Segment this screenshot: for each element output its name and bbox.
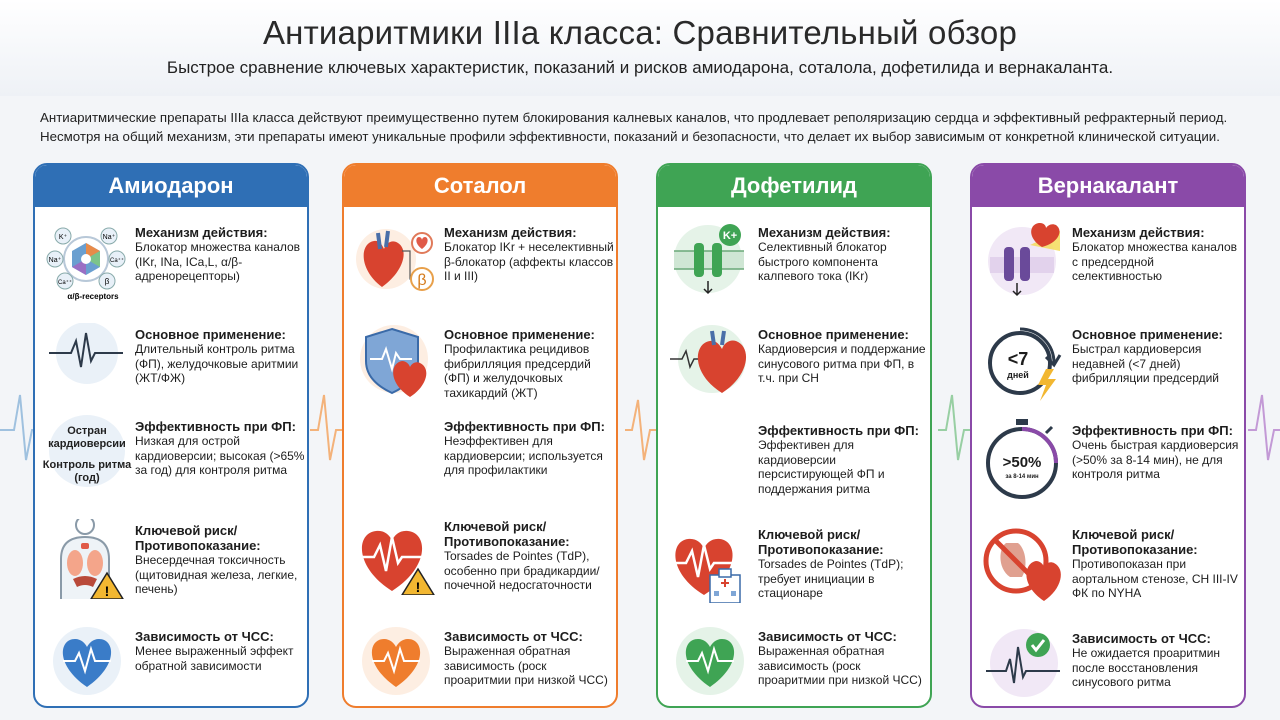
seven-days-clock-icon: <7 дней [988,327,1062,401]
heart-pulse-icon [362,627,430,695]
efficacy-label: Эффективность при ФП: [135,419,296,434]
usage-label: Основное применение: [135,327,286,342]
rate-label: Зависимость от ЧСС: [1072,631,1211,646]
days-number: <7 [1008,349,1029,369]
card-title-sotalol: Соталол [344,165,616,207]
card-dofetilide: Дофетилид K+ Механизм действия: Селектив… [656,163,932,708]
page-header: Антиаритмики IIIa класса: Сравнительный … [0,0,1280,96]
efficacy-label: Эффективность при ФП: [1072,423,1233,438]
rate-text: Не ожидается проаритмин после восстановл… [1072,646,1221,689]
intro-line-1: Антиаритмические препараты IIIa класса д… [40,110,1228,125]
intro-line-2: Несмотря на общий механизм, эти препарат… [40,129,1220,144]
k-ion-label: K⁺ [59,234,68,241]
heart-ecg-warning-icon: ! [358,530,435,595]
mechanism-text: Селективный блокатор быстрого компонента… [758,240,887,283]
page-subtitle: Быстрое сравнение ключевых характеристик… [166,58,1114,77]
mechanism-label: Механизм действия: [135,225,268,240]
usage-text: Кардиоверсия и поддержание синусового ри… [758,342,926,385]
usage-label: Основное применение: [444,327,595,342]
ca-ion-label-1: Ca⁺⁺ [110,257,124,264]
rate-label: Зависимость от ЧСС: [135,629,274,644]
prohibited-heart-icon [983,528,1061,601]
card-amiodarone: Амиодарон K⁺ Na⁺ Na⁺ Ca⁺⁺ Ca⁺⁺ β α/β-rec… [33,163,309,708]
usage-text: Профилактика рецидивов фибрилляция предс… [444,342,591,400]
efficacy-percent: >50% [1003,454,1042,471]
rate-label: Зависимость от ЧСС: [758,629,897,644]
mechanism-text: Блокатор множества каналов с предсердной… [1072,240,1238,283]
risk-text: Внесердечная токсичность (щитовидная жел… [135,553,298,596]
efficacy-bubbles-icon [49,415,125,487]
risk-label: Ключевой риск/ Противопоказание: [444,519,570,549]
efficacy-bubble-cardioversion: Остран кардиоверсии [48,425,126,450]
page-title: Антиаритмики IIIa класса: Сравнительный … [262,14,1018,51]
na-ion-label-2: Na⁺ [49,257,62,264]
stopwatch-icon: >50% за 8-14 мин [986,419,1058,499]
beta-label: β [105,277,110,286]
potassium-channel-icon: K+ [674,224,744,295]
usage-label: Основное применение: [1072,327,1223,342]
intro-paragraph: Антиаритмические препараты IIIa класса д… [40,108,1250,146]
card-title-amiodarone: Амиодарон [35,165,307,207]
efficacy-time: за 8-14 мин [1005,474,1039,480]
card-title-vernakalant: Вернакалант [972,165,1244,207]
atrial-channel-icon [988,223,1060,297]
heart-beta-icon: β [356,229,434,291]
shield-heart-icon [360,325,428,397]
usage-text: Длительный контроль ритма (ФП), желудочк… [135,342,299,385]
risk-label: Ключевой риск/ Противопоказание: [758,527,884,557]
k-ion-label: K+ [723,230,737,242]
mechanism-text: Блокатор IKr + неселективный β-блокатор … [444,240,614,283]
heart-pulse-icon [676,627,744,695]
ion-channels-icon: K⁺ Na⁺ Na⁺ Ca⁺⁺ Ca⁺⁺ β α/β-receptors [46,227,126,301]
risk-text: Torsades de Pointes (TdP), особенно при … [444,549,600,592]
card-sotalol: Соталол β Механизм действия: Блокатор IK… [342,163,618,708]
receptors-label: α/β-receptors [67,292,119,301]
mechanism-label: Механизм действия: [444,225,577,240]
body-organs-warning-icon: ! [60,519,124,599]
efficacy-bubble-rhythm: Контроль ритма (год) [42,459,132,484]
efficacy-text: Очень быстрая кардиоверсия (>50% за 8-14… [1072,438,1239,481]
na-ion-label-1: Na⁺ [103,234,116,241]
efficacy-text: Неэффективен для кардиоверсии; используе… [444,434,603,477]
risk-label: Ключевой риск/ Противопоказание: [1072,527,1198,557]
mechanism-label: Механизм действия: [758,225,891,240]
rate-text: Выраженная обратная зависимость (роск пр… [758,644,922,687]
risk-label: Ключевой риск/ Противопоказание: [135,523,261,553]
ca-ion-label-2: Ca⁺⁺ [58,279,72,286]
heart-cardioversion-icon [670,325,747,393]
svg-text:!: ! [416,579,421,595]
mechanism-text: Блокатор множества каналов (IKr, INa, IC… [135,240,301,283]
risk-text: Torsades de Pointes (TdP); требует иници… [758,557,904,600]
rate-text: Менее выраженный эффект обратной зависим… [135,644,294,673]
svg-text:!: ! [105,583,110,599]
days-unit: дней [1007,370,1029,380]
usage-text: Быстрал кардиоверсия недавней (<7 дней) … [1072,342,1220,385]
ecg-check-icon [986,629,1060,697]
beta-symbol: β [417,272,426,289]
risk-text: Противопоказан при аортальном стенозе, С… [1072,557,1238,600]
efficacy-label: Эффективность при ФП: [758,423,919,438]
ecg-icon [49,323,123,384]
card-title-dofetilide: Дофетилид [658,165,930,207]
usage-label: Основное применение: [758,327,909,342]
rate-label: Зависимость от ЧСС: [444,629,583,644]
efficacy-label: Эффективность при ФП: [444,419,605,434]
heart-pulse-icon [53,627,121,695]
efficacy-text: Эффективен для кардиоверсии персистирующ… [758,438,885,496]
rate-text: Выраженная обратная зависимость (роск пр… [444,644,608,687]
card-vernakalant: Вернакалант Механизм действия: Блокатор … [970,163,1246,708]
heart-hospital-icon [672,538,741,603]
mechanism-label: Механизм действия: [1072,225,1205,240]
efficacy-text: Низкая для острой кардиоверсии; высокая … [135,434,305,477]
